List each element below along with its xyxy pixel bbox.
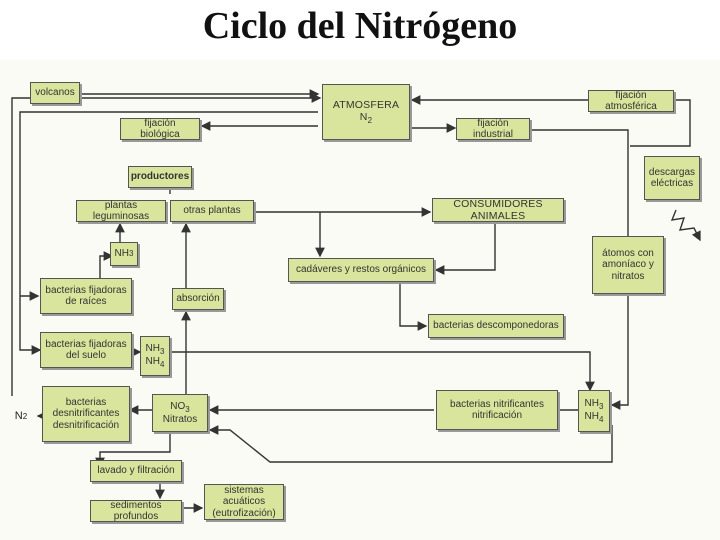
connector-lines xyxy=(11,89,701,513)
volcanos-box: volcanos xyxy=(30,82,80,104)
soil-fixing-bacteria-box: bacterias fijadoras del suelo xyxy=(40,332,132,368)
leaching-filtration-box: lavado y filtración xyxy=(90,460,182,482)
denitrifying-bacteria-box: bacterias desnitrificantes desnitrificac… xyxy=(42,386,130,442)
decomposer-bacteria-box: bacterias descomponedoras xyxy=(428,314,564,338)
absorption-box: absorción xyxy=(172,288,224,310)
page-title: Ciclo del Nitrógeno xyxy=(202,5,518,47)
nh3-nh4-box-middle: NH3 NH4 xyxy=(140,336,170,376)
atmosphere-label: ATMOSFERA xyxy=(332,98,400,111)
atmosphere-formula: N2 xyxy=(359,110,373,125)
biological-fixation-box: fijación biológica xyxy=(120,118,200,140)
animal-consumers-box: CONSUMIDORES ANIMALES xyxy=(432,198,564,222)
root-fixing-bacteria-box: bacterias fijadoras de raíces xyxy=(40,278,132,314)
legume-plants-box: plantas leguminosas xyxy=(76,200,166,222)
nh3-nh4-box-right: NH3 NH4 xyxy=(578,390,610,432)
corpses-remains-box: cadáveres y restos orgánicos xyxy=(288,258,434,282)
atmosphere-box: ATMOSFERA N2 xyxy=(322,84,410,140)
atmospheric-fixation-box: fijación atmosférica xyxy=(588,90,674,112)
aquatic-systems-box: sistemas acuáticos (eutrofización) xyxy=(204,484,284,520)
other-plants-box: otras plantas xyxy=(170,200,254,222)
electric-discharges-box: descargas eléctricas xyxy=(644,156,700,200)
industrial-fixation-box: fijación industrial xyxy=(456,118,530,140)
deep-sediments-box: sedimentos profundos xyxy=(90,500,182,522)
ammonia-nitrates-atoms-box: átomos con amoníaco y nitratos xyxy=(592,236,664,294)
nitrogen-cycle-diagram: volcanos ATMOSFERA N2 fijación atmosféri… xyxy=(0,60,720,540)
nitrifying-bacteria-box: bacterias nitrificantes nitrificación xyxy=(436,390,558,430)
producers-box: productores xyxy=(128,166,192,188)
nitrates-box: NO3 Nitratos xyxy=(152,394,208,432)
